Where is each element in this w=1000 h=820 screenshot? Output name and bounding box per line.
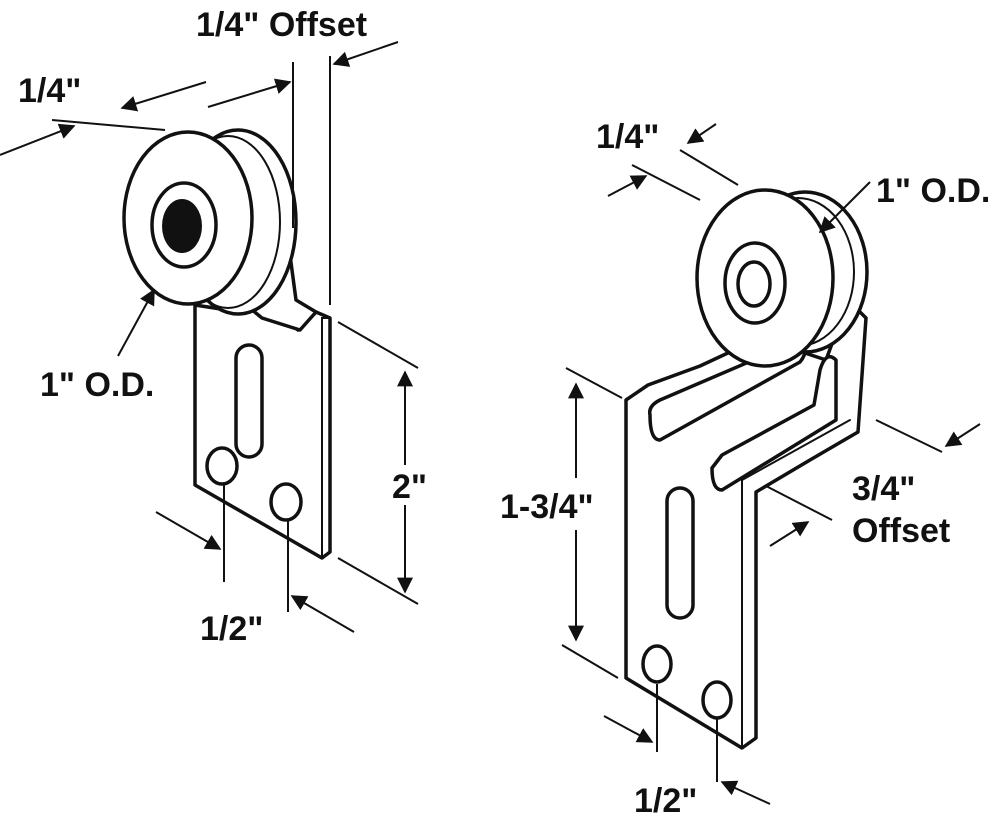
right-wheel-diameter-label: 1" O.D. [876,172,990,210]
left-dimension-lines [0,41,419,633]
left-offset-label: 1/4" Offset [196,6,367,44]
right-dimension-lines [561,123,981,805]
right-mount-hole-2 [701,680,733,720]
right-offset-value-label: 3/4" [852,470,915,508]
right-bracket-slot [665,486,695,620]
right-top-width-label: 1/4" [596,118,659,156]
right-roller-assembly [624,188,869,750]
left-wheel-axle-hole [162,199,202,253]
left-height-label: 2" [392,468,427,506]
right-wheel-axle-hole [736,260,772,308]
left-top-width-label: 1/4" [18,72,81,110]
right-offset-word-label: Offset [852,512,950,550]
right-bracket-groove-2 [710,354,838,492]
left-roller-assembly [122,128,332,560]
right-height-label: 1-3/4" [500,488,594,526]
right-mount-hole-1 [641,644,673,684]
left-hole-spacing-label: 1/2" [200,610,263,648]
left-mount-hole-2 [269,482,303,522]
left-mount-hole-1 [205,446,239,486]
left-bracket-slot [234,343,264,459]
right-hole-spacing-label: 1/2" [634,782,697,820]
left-wheel-diameter-label: 1" O.D. [40,366,154,404]
